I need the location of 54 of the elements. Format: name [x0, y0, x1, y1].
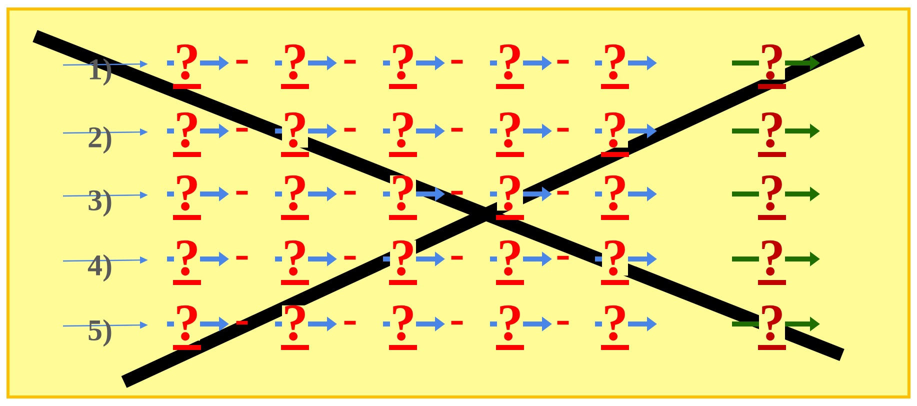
minus-sign: -: [236, 190, 248, 195]
question-mark: ?: [282, 112, 308, 148]
row-number: 4): [88, 254, 112, 282]
question-mark: ?: [390, 175, 416, 211]
row-number: 5): [88, 319, 112, 347]
question-mark: ?: [497, 305, 523, 341]
minus-sign: -: [451, 60, 463, 64]
question-mark: ?: [390, 240, 416, 276]
question-mark: ?: [282, 240, 308, 276]
question-mark: ?: [497, 112, 523, 148]
question-mark: ?: [602, 175, 628, 211]
question-mark: ?: [174, 305, 200, 341]
minus-sign: -: [344, 320, 356, 325]
question-mark: ?: [602, 305, 628, 341]
minus-sign: -: [451, 128, 463, 132]
minus-sign: -: [451, 256, 463, 260]
question-mark: ?: [497, 240, 523, 276]
minus-sign: -: [236, 320, 248, 325]
minus-sign: -: [557, 60, 569, 64]
minus-sign: -: [344, 60, 356, 64]
question-mark: ?: [602, 112, 628, 148]
question-mark: ?: [390, 44, 416, 80]
minus-sign: -: [451, 320, 463, 325]
row-number: 3): [88, 189, 112, 217]
question-mark: ?: [759, 44, 785, 80]
minus-sign: -: [451, 190, 463, 195]
question-mark: ?: [282, 305, 308, 341]
question-mark: ?: [497, 44, 523, 80]
question-mark: ?: [282, 44, 308, 80]
question-mark: ?: [759, 240, 785, 276]
question-mark: ?: [759, 175, 785, 211]
question-mark: ?: [602, 240, 628, 276]
question-mark: ?: [759, 305, 785, 341]
minus-sign: -: [557, 128, 569, 132]
minus-sign: -: [344, 190, 356, 195]
question-mark: ?: [174, 175, 200, 211]
question-mark: ?: [282, 175, 308, 211]
minus-sign: -: [344, 128, 356, 132]
question-mark: ?: [497, 175, 523, 211]
question-mark: ?: [174, 44, 200, 80]
minus-sign: -: [557, 190, 569, 195]
minus-sign: -: [236, 60, 248, 64]
minus-sign: -: [236, 128, 248, 132]
question-mark: ?: [602, 44, 628, 80]
question-mark: ?: [390, 305, 416, 341]
question-mark: ?: [174, 112, 200, 148]
minus-sign: -: [557, 320, 569, 325]
row-number: 2): [88, 126, 112, 154]
minus-sign: -: [344, 256, 356, 260]
question-mark: ?: [759, 112, 785, 148]
minus-sign: -: [236, 256, 248, 260]
minus-sign: -: [557, 256, 569, 260]
question-mark: ?: [174, 240, 200, 276]
question-mark: ?: [390, 112, 416, 148]
